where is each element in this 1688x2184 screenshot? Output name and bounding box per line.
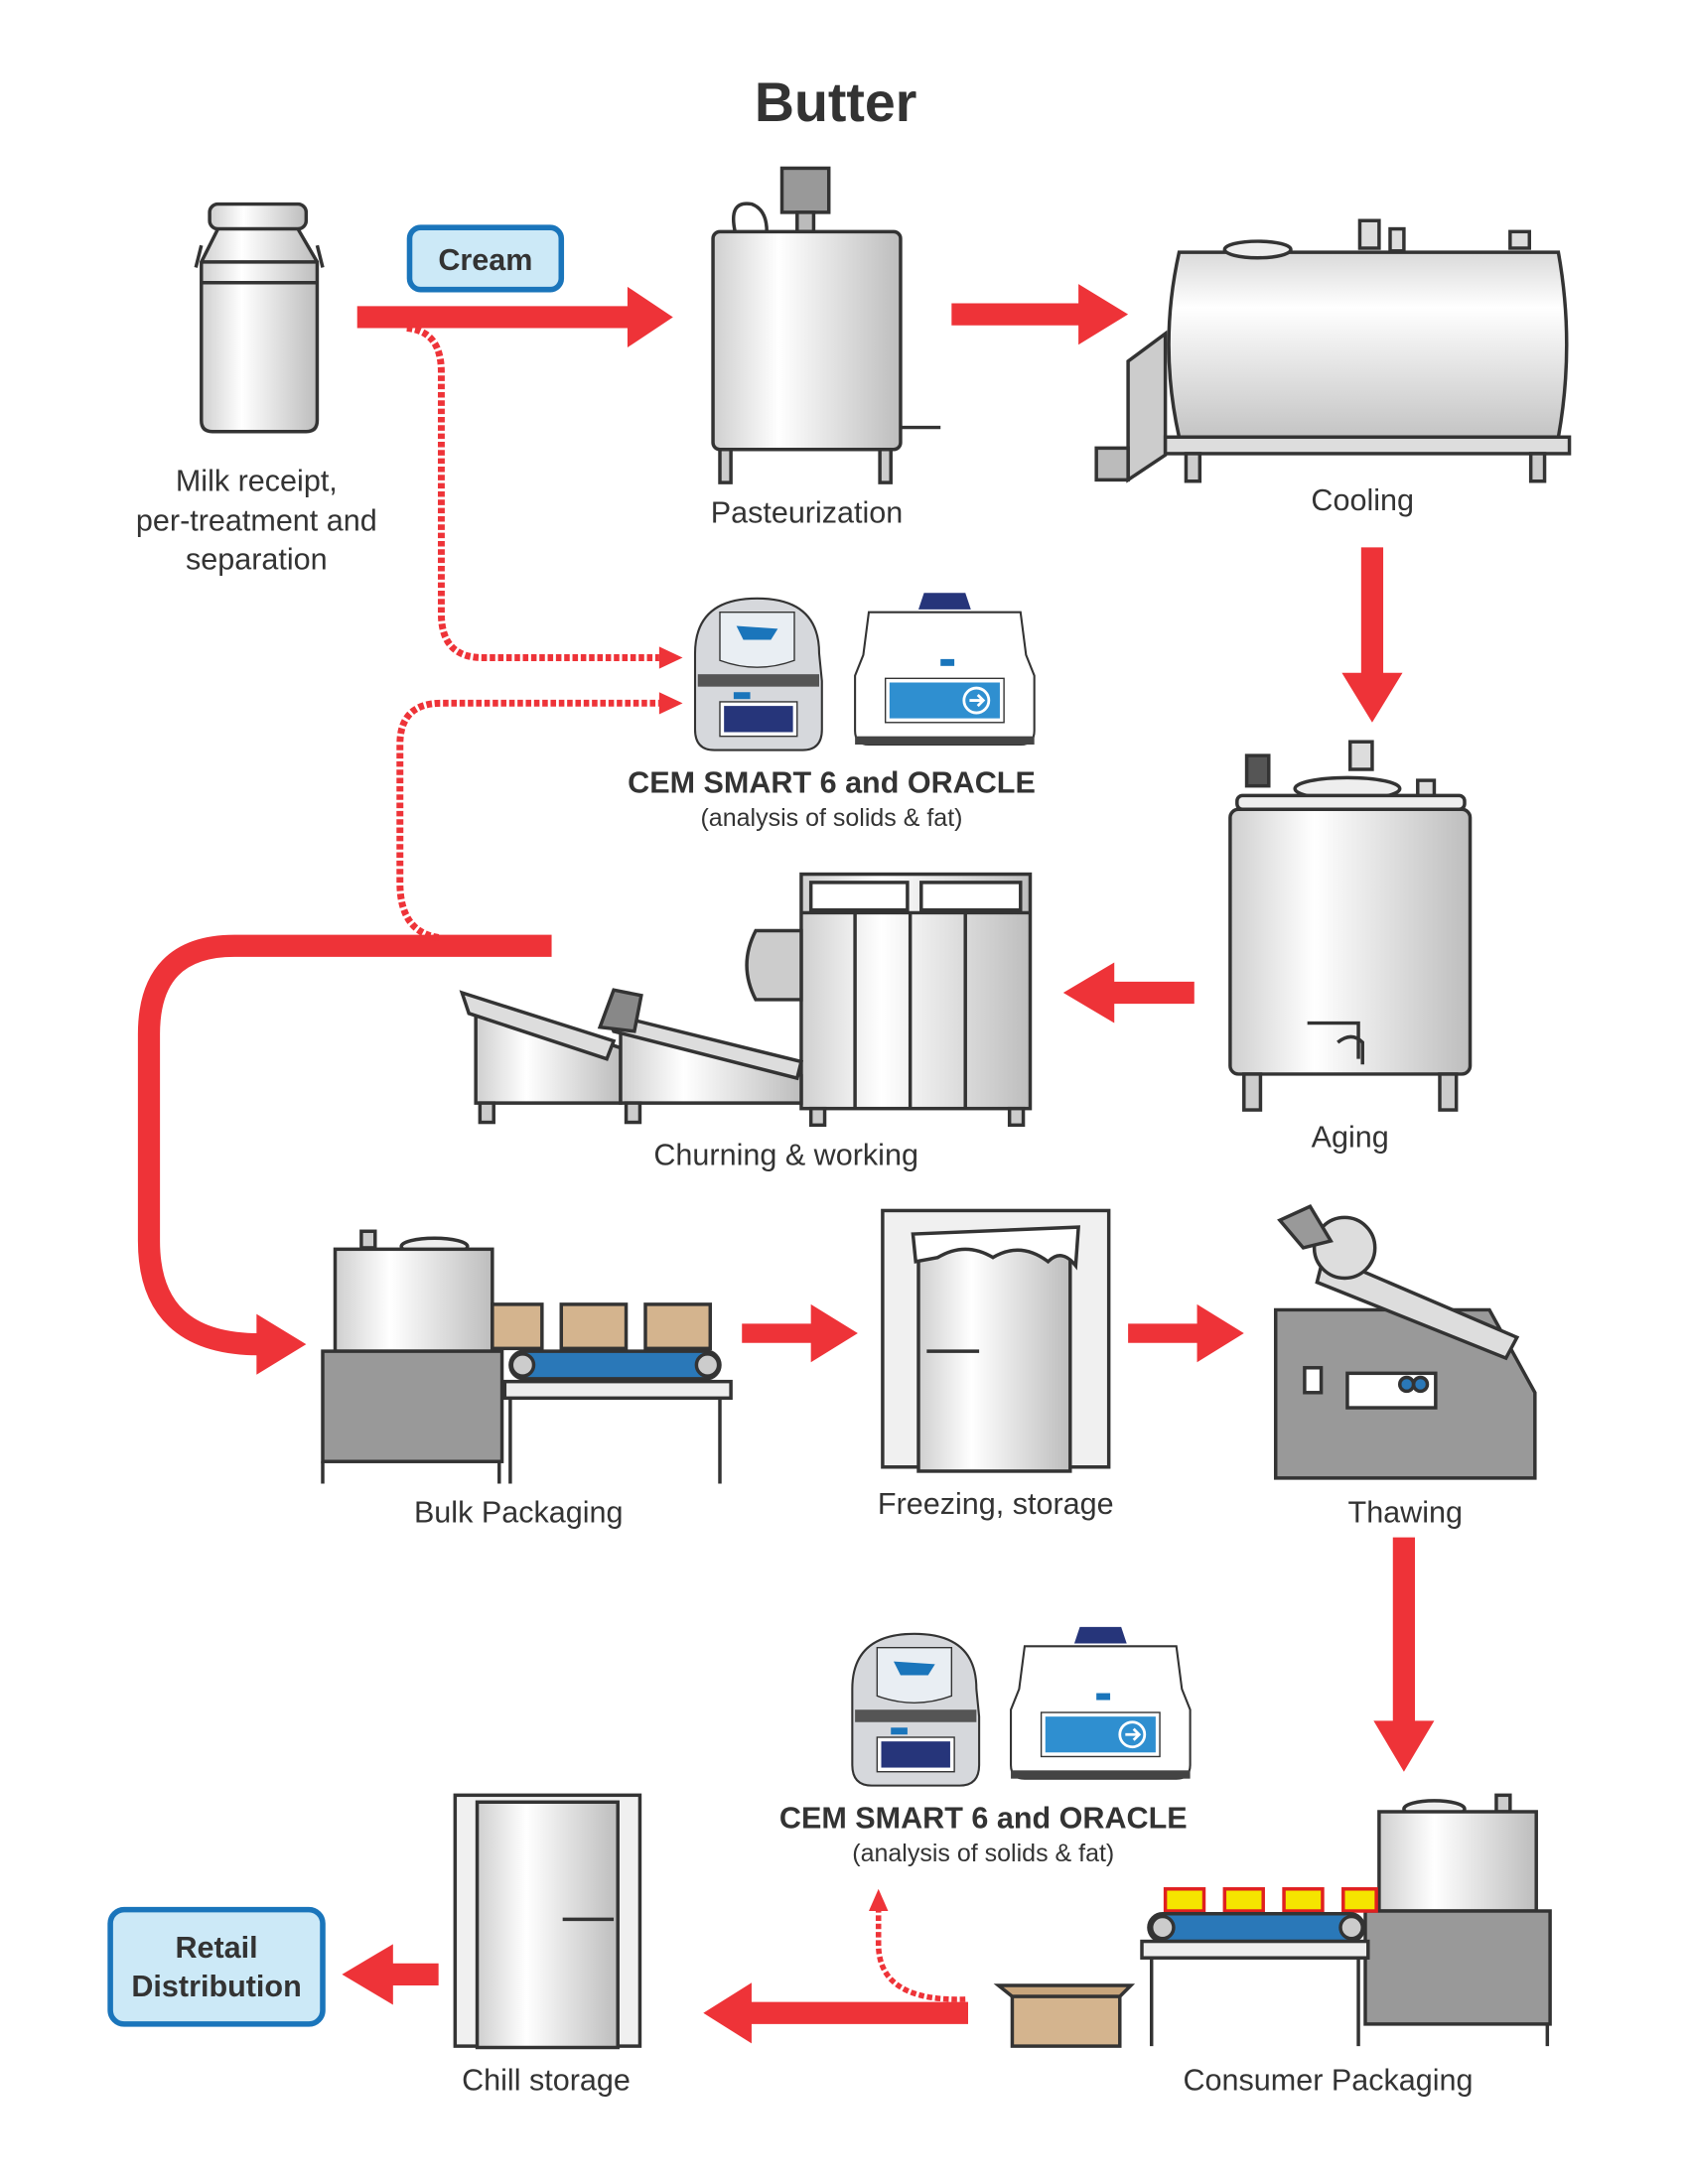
consumer-label: Consumer Packaging: [1183, 2064, 1473, 2098]
thawing-machine-icon: [1273, 1204, 1537, 1480]
cooling-tank-icon: [1094, 218, 1572, 483]
oracle-instrument-icon: [1009, 1625, 1192, 1781]
cream-label: Cream: [438, 243, 532, 277]
sample-arrow-butter-head: [658, 692, 683, 715]
cem-desc-1: (analysis of solids & fat): [700, 804, 962, 832]
bulk-packager-icon: [321, 1229, 733, 1484]
retail-distribution-box: Retail Distribution: [107, 1906, 326, 2027]
cem-instruments-1: [693, 591, 1037, 751]
oracle-instrument-icon: [853, 591, 1037, 747]
milk-can-icon: [194, 202, 325, 434]
pasteurizer-tank-icon: [711, 166, 941, 484]
sample-arrow-cream-head: [658, 646, 683, 669]
thawing-label: Thawing: [1348, 1495, 1463, 1529]
arrow-freezing-to-thawing: [1128, 1303, 1244, 1363]
process-arrows: [137, 284, 1435, 2044]
arrow-cooling-to-aging: [1341, 547, 1403, 723]
sample-arrow-cream: [406, 325, 659, 661]
chill-room-door-icon: [453, 1793, 642, 2050]
sample-arrow-butter: [396, 699, 659, 941]
pasteurization-label: Pasteurization: [711, 495, 904, 529]
aging-tank-icon: [1228, 740, 1473, 1112]
arrow-consumer-to-chill: [703, 1982, 968, 2044]
retail-label-1: Retail: [175, 1931, 257, 1965]
cem-title-2: CEM SMART 6 and ORACLE: [779, 1802, 1188, 1836]
arrow-thawing-to-consumer: [1373, 1537, 1435, 1772]
sample-arrow-consumer-head: [869, 1888, 889, 1911]
cem-title-1: CEM SMART 6 and ORACLE: [628, 766, 1036, 800]
aging-label: Aging: [1312, 1121, 1389, 1155]
arrow-chill-to-retail: [342, 1944, 439, 2005]
milk-label-3: separation: [186, 543, 328, 577]
sample-arrow-consumer: [875, 1909, 966, 2002]
cem-instruments-2: [851, 1625, 1192, 1787]
cooling-label: Cooling: [1311, 483, 1414, 517]
arrow-bulk-to-freezing: [742, 1303, 858, 1363]
diagram-title: Butter: [755, 71, 917, 133]
smart6-instrument-icon: [851, 1632, 981, 1787]
retail-label-2: Distribution: [131, 1970, 301, 2003]
arrow-milk-to-pasteurization: [356, 286, 673, 347]
freezer-door-icon: [881, 1208, 1111, 1473]
arrow-churning-to-bulk-head: [256, 1313, 307, 1375]
milk-label-2: per-treatment and: [136, 504, 377, 538]
cream-box: Cream: [406, 224, 565, 293]
bulk-label: Bulk Packaging: [414, 1495, 624, 1529]
churn-machine-icon: [459, 872, 1033, 1128]
churning-label: Churning & working: [653, 1139, 918, 1172]
arrow-churning-to-bulk: [137, 934, 552, 1356]
chill-label: Chill storage: [462, 2064, 631, 2098]
consumer-packager-icon: [993, 1793, 1552, 2048]
freezing-label: Freezing, storage: [878, 1487, 1114, 1521]
milk-label-1: Milk receipt,: [176, 464, 338, 497]
arrow-pasteurization-to-cooling: [951, 284, 1129, 345]
cem-desc-2: (analysis of solids & fat): [852, 1840, 1114, 1867]
smart6-instrument-icon: [693, 597, 823, 751]
arrow-aging-to-churning: [1062, 962, 1195, 1024]
